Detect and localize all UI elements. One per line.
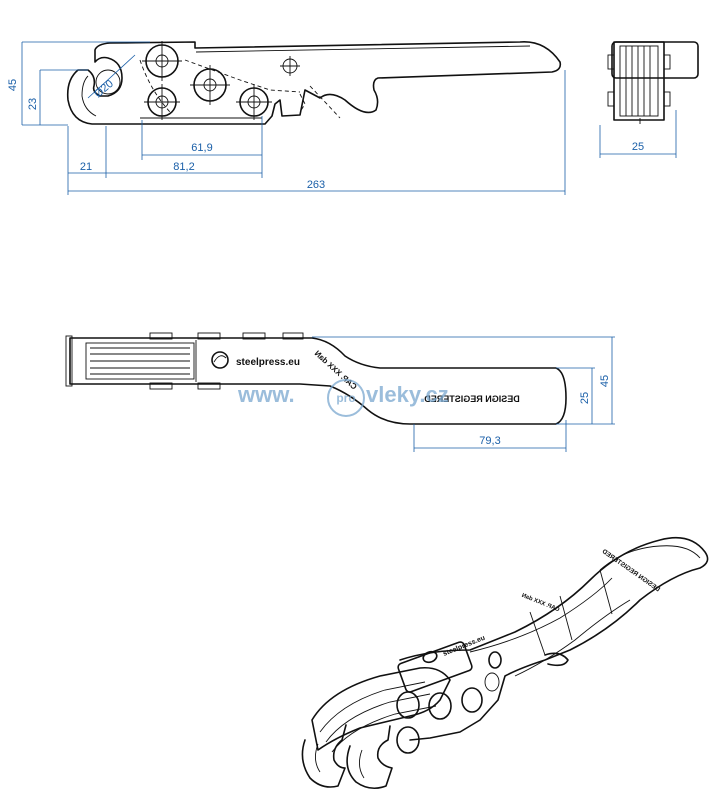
watermark-logo: pro: [336, 391, 355, 405]
dim-top-overall-width: 45: [599, 375, 611, 387]
iso-logo-mark: [422, 650, 438, 664]
pin-middle: [190, 65, 230, 105]
pivot-mark: [280, 56, 300, 76]
dim-overall-length: 263: [307, 179, 325, 191]
isometric-view: steelpress.eu CAP. XXX daN DESIGN REGIST…: [301, 536, 709, 790]
dim-top-handle-width: 25: [579, 392, 591, 404]
pin-bottom-right: [236, 84, 272, 120]
watermark-left: www.: [237, 382, 295, 407]
dim-side-width: 25: [632, 141, 644, 153]
marking-design: DESIGN REGISTERED: [424, 394, 520, 404]
dim-jaw-offset: 21: [80, 161, 92, 173]
dim-top-handle-length: 79,3: [479, 435, 500, 447]
dim-overall-height: 45: [7, 79, 19, 91]
watermark: www. pro vleky.cz: [237, 379, 449, 417]
iso-pins: [396, 651, 502, 754]
dim-pin-spacing: 61,9: [191, 142, 212, 154]
watermark-right: vleky.cz: [366, 382, 449, 407]
end-view: [607, 41, 699, 124]
dim-jaw-depth: 81,2: [173, 161, 194, 173]
iso-marking-design: DESIGN REGISTERED: [600, 548, 661, 593]
top-view-dimensions: 45 25 79,3: [312, 336, 615, 452]
pin-bottom-left: [144, 84, 180, 120]
end-view-dimensions: 25: [599, 110, 677, 158]
side-view-dimensions: 45 23 Ø20 61,9 21 81,2 263: [7, 41, 566, 195]
side-view: [66, 41, 562, 125]
watermark-logo-ring: [327, 379, 365, 417]
dim-jaw-height: 23: [27, 98, 39, 110]
jaw-hole: [95, 69, 121, 95]
top-view: steelpress.eu CAP. XXX daN DESIGN REGIST…: [65, 332, 567, 425]
pin-top: [142, 41, 182, 81]
marking-website: steelpress.eu: [236, 357, 300, 368]
iso-marking-capacity: CAP. XXX daN: [521, 593, 561, 614]
logo-mark: [211, 351, 229, 369]
iso-jaws: [301, 724, 393, 790]
